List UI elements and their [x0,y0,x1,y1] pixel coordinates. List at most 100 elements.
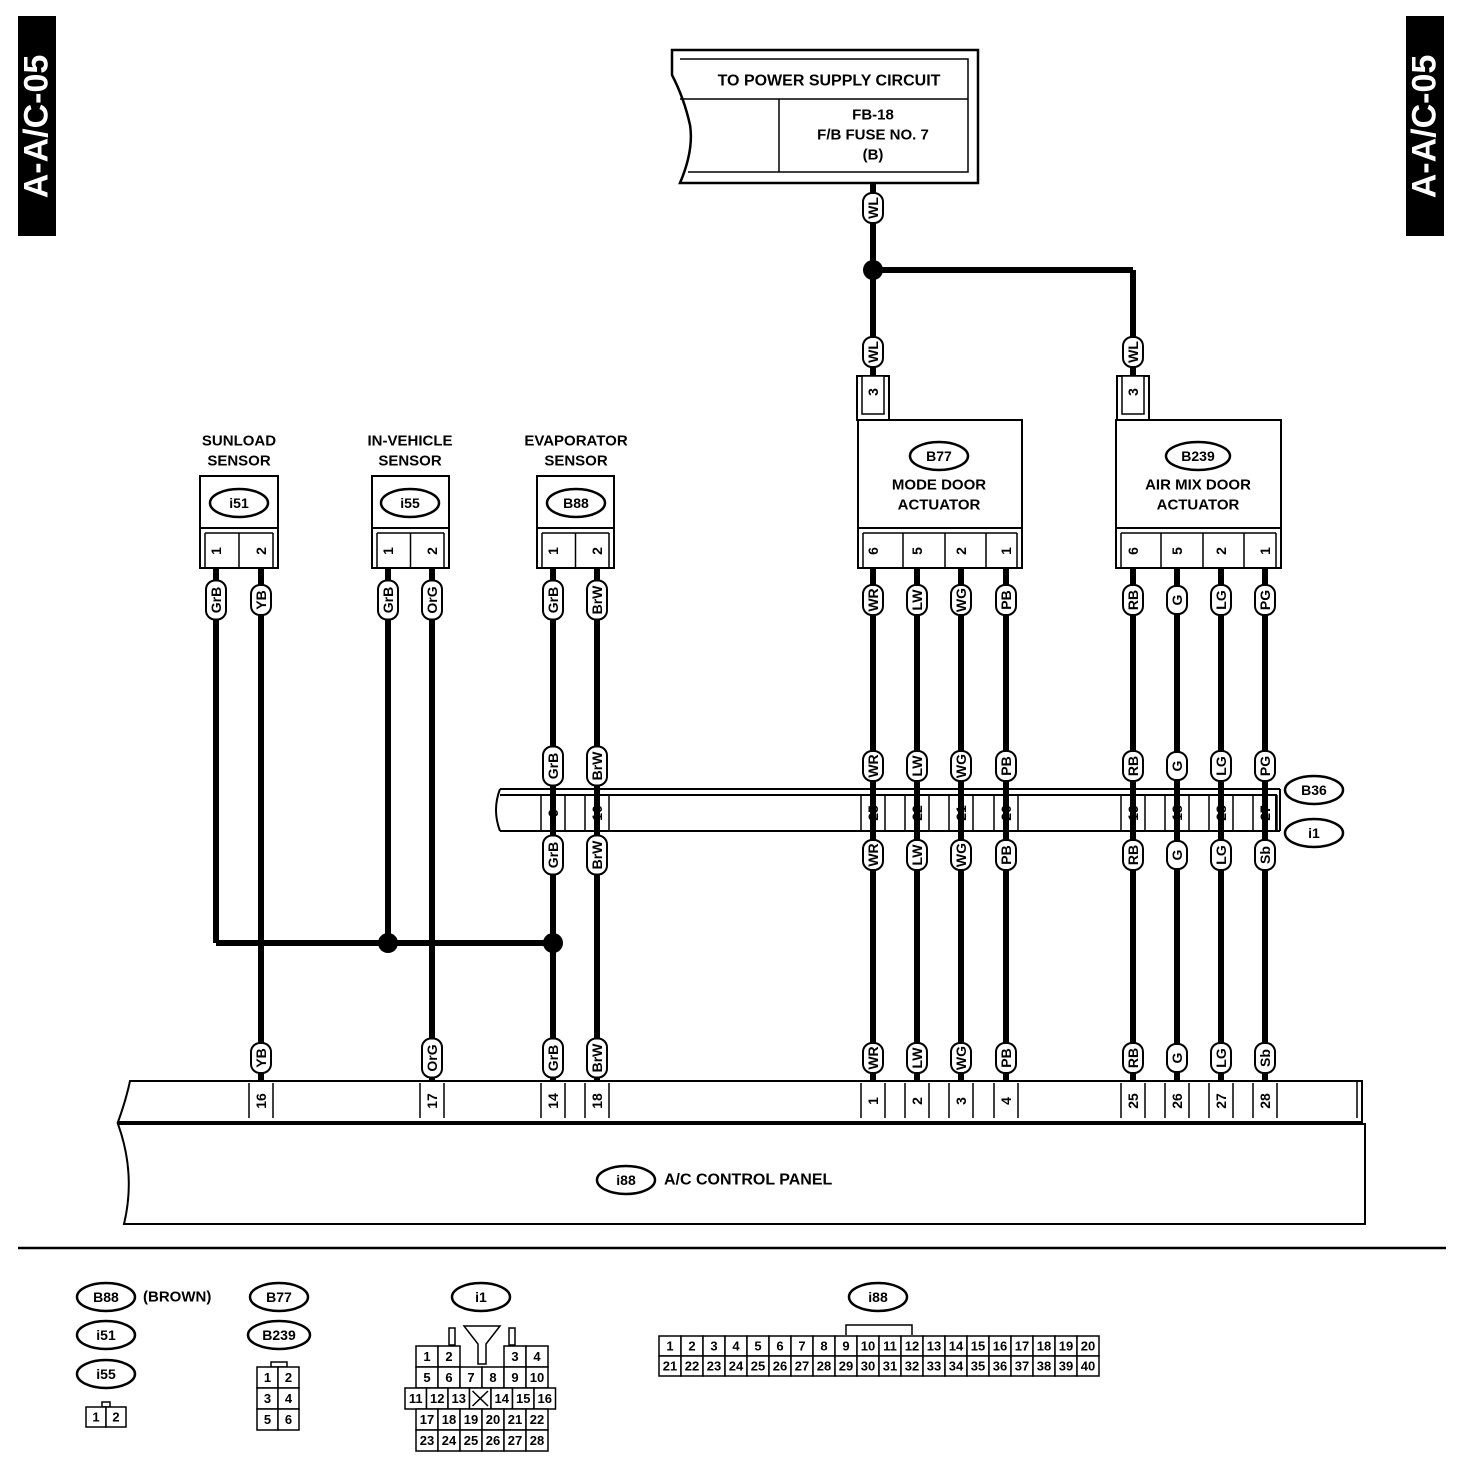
connector-label: i51 [229,495,249,511]
wire-color-tag [862,192,884,224]
wire-color-tag [1210,750,1232,782]
connector-oval [75,1358,137,1390]
connector-label: i1 [475,1289,487,1305]
wire-color-tag [250,1042,272,1074]
pin-number: 16 [253,1093,269,1109]
legend-pin: 23 [420,1433,434,1448]
pin-number: 21 [953,805,969,821]
connector-label: B88 [563,495,589,511]
legend-pin: 13 [452,1391,466,1406]
wire-color-tag [950,839,972,871]
legend-pin: 40 [1081,1359,1095,1374]
legend-pin: 13 [927,1339,941,1354]
pin-number: 17 [424,1093,440,1109]
legend-pin: 8 [820,1339,827,1354]
legend-pin: 28 [817,1359,831,1374]
connector-oval [595,1164,657,1196]
connector-label: i55 [96,1366,116,1382]
legend-latch [448,1327,456,1346]
legend-color-note: (BROWN) [143,1289,211,1306]
legend-pin: 14 [495,1391,510,1406]
wire-color-label: WR [865,1046,881,1069]
legend-pin: 33 [927,1359,941,1374]
connector-oval [1283,774,1345,806]
power-pin-inner [1121,375,1145,415]
wire-color-label: Sb [1257,1049,1273,1067]
legend-pin: 30 [861,1359,875,1374]
pin-number: 22 [909,805,925,821]
wire-color-label: PB [998,756,1014,775]
pin-number: 1 [1257,547,1273,555]
legend-pin: 17 [420,1412,434,1427]
legend-pin: 11 [883,1339,897,1354]
wire-color-tag [542,834,564,876]
wire-color-tag [586,745,608,787]
wire-color-label: Sb [1257,846,1273,864]
wire-color-label: YB [253,590,269,609]
actuator-name: AIR MIX DOOR [1145,477,1251,494]
legend-pin: 20 [486,1412,500,1427]
legend-pin: 16 [993,1339,1007,1354]
connector-label: i55 [400,495,420,511]
connector-oval [908,440,970,472]
wire-color-tag [950,584,972,616]
power-supply-box [670,48,980,185]
wire-color-tag [586,579,608,621]
legend-pin: 11 [409,1391,423,1406]
wire-color-tag [950,1042,972,1074]
connector-label: B77 [926,448,952,464]
pin-number: 6 [1125,547,1141,555]
connector-label: B77 [266,1289,292,1305]
wire-color-label: RB [1125,1048,1141,1068]
wire-color-tag [995,839,1017,871]
legend-pin: 5 [264,1412,271,1427]
connector-oval [379,487,441,519]
wire-color-label: PB [998,845,1014,864]
actuator-pin-strip [857,527,1023,569]
legend-pin: 15 [971,1339,985,1354]
wire-color-label: LW [909,755,925,777]
pin-number: 5 [909,547,925,555]
connector-label: i51 [96,1327,116,1343]
pin-number: 27 [1213,1093,1229,1109]
wire-color-tag [1166,585,1188,615]
pin-number: 2 [424,547,440,555]
wire-color-label: YB [253,1048,269,1067]
legend-pin: 18 [442,1412,456,1427]
legend-pin: 34 [949,1359,964,1374]
connector-label: i88 [616,1172,636,1188]
wire-color-tag [421,1037,443,1079]
pin-number: 28 [1213,805,1229,821]
control-panel-name: A/C CONTROL PANEL [664,1172,833,1189]
legend-pin: 29 [839,1359,853,1374]
wire-color-tag [1254,1042,1276,1074]
fuse-line: F/B FUSE NO. 7 [817,127,929,144]
actuator-box [1115,419,1282,529]
connector-oval [75,1319,137,1351]
wire-color-tag [1122,750,1144,782]
wire-color-label: G [1169,1052,1185,1063]
connector-oval [208,487,270,519]
wire-color-tag [1122,336,1144,368]
wire-color-label: BrW [589,1043,605,1073]
wire-color-tag [421,579,443,621]
wire-color-tag [1166,840,1188,870]
wire-color-label: PG [1257,590,1273,610]
wire-color-label: WL [865,341,881,363]
pin-number: 1 [380,547,396,555]
legend-cell [525,1429,549,1452]
legend-pin: 10 [861,1339,875,1354]
legend-pin: 19 [464,1412,478,1427]
connector-oval [1164,440,1232,472]
legend-pin: 39 [1059,1359,1073,1374]
wire-color-label: RB [1125,845,1141,865]
connector-oval [545,487,607,519]
legend-pin: 26 [773,1359,787,1374]
legend-pin: 24 [442,1433,457,1448]
pin-number: 19 [1125,805,1141,821]
legend-pin: 9 [842,1339,849,1354]
actuator-pin-strip [1115,527,1282,569]
wire-color-label: RB [1125,590,1141,610]
wire-color-label: G [1169,849,1185,860]
wire-color-label: LW [909,589,925,611]
